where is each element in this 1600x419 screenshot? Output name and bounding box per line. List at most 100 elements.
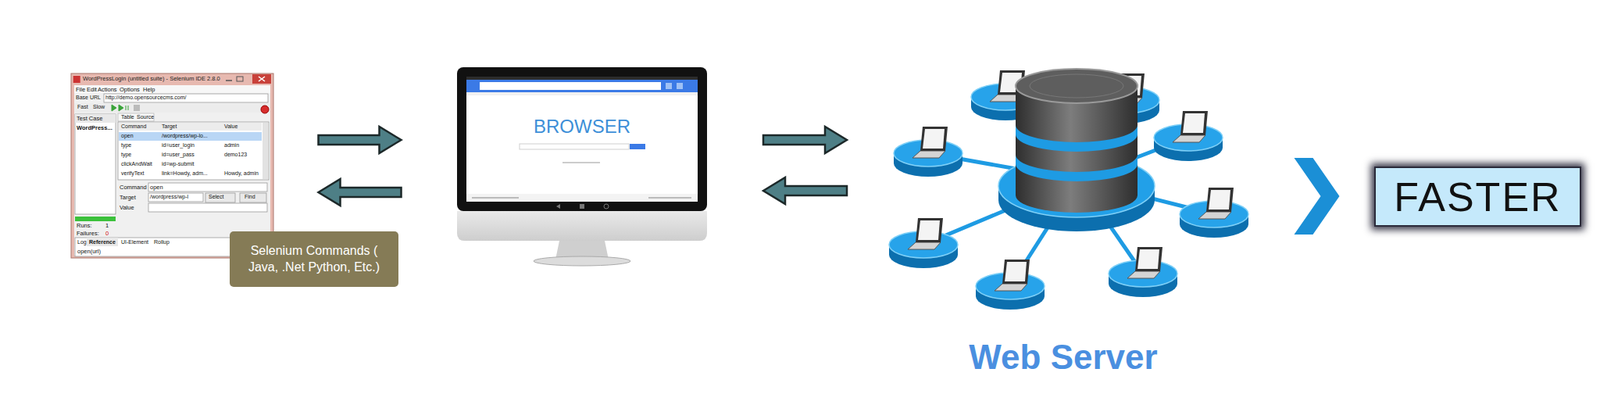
monitor-illustration [556,203,585,209]
monitor-illustration [533,256,631,266]
browser-monitor-text: BROWSER [457,116,708,137]
client-laptop [1179,187,1249,238]
block-arrow [763,177,847,204]
monitor-illustration [457,210,708,241]
ui-label: Find [244,193,256,200]
ide-screenshot [133,104,140,111]
ui-label: Rollup [153,239,170,246]
ide-screenshot [236,76,243,82]
client-laptop [1108,246,1178,297]
ui-label: Target [161,123,177,130]
monitor-illustration [457,67,708,211]
ui-label: Howdy, admin [224,170,259,177]
monitor-illustration [466,76,698,80]
ui-label: Fast [77,103,89,111]
monitor-illustration [665,82,672,90]
ui-label: Select [208,193,224,200]
block-arrow [763,126,847,154]
ui-label: /wordpress/wp-l [150,193,189,200]
ide-screenshot [205,192,236,203]
monitor-illustration [466,76,698,202]
monitor-illustration [648,196,692,199]
web-server-text: Web Server [879,336,1247,379]
ui-label: demo123 [224,151,247,158]
ui-label: Slow [92,103,105,111]
ui-label: Actions [97,85,118,93]
monitor-illustration [676,82,683,90]
result-box: FASTER [1374,166,1582,227]
ide-screenshot [74,85,271,256]
ui-label: Value [119,203,135,211]
ui-label: Runs: [76,221,93,229]
block-arrow [318,126,402,154]
server-network-illustration [1015,154,1138,182]
callout-box: Selenium Commands ( Java, .Net Python, E… [229,231,399,287]
ui-label: Target [119,193,136,201]
ui-label: Table [121,114,135,121]
ide-screenshot [75,114,116,123]
monitor-illustration [629,143,646,150]
ide-screenshot [75,114,116,215]
server-network-illustration [1015,125,1138,152]
ui-label: Help [142,85,155,93]
monitor-illustration [466,79,698,93]
ide-screenshot [117,121,269,180]
ui-label: File [75,85,86,93]
client-laptop [1153,110,1223,161]
ui-label: Options [119,85,140,93]
server-network-illustration [1015,68,1138,104]
ui-label: Edit [86,85,97,93]
monitor-illustration [457,67,708,266]
ui-label: 0 [105,229,109,237]
ide-screenshot [148,182,268,192]
ide-screenshot [75,216,116,222]
ui-label: type [121,151,132,158]
ui-label: verifyText [121,170,145,177]
ide-screenshot [148,203,268,212]
ui-label: open(url) [77,247,101,255]
ide-screenshot [260,105,269,114]
ui-label: Command [119,183,147,191]
ide-screenshot [86,237,118,247]
ide-screenshot [118,122,262,131]
block-arrow [318,178,402,206]
ide-screenshot [239,192,267,203]
monitor-illustration [471,196,519,199]
server-network-illustration [889,68,1249,310]
ui-label: http://demo.opensourcecms.com/ [105,94,187,101]
server-network-illustration [1015,178,1138,213]
ui-label: Base URL [75,94,101,101]
client-laptop [889,217,958,268]
ui-label: 1 [105,221,109,229]
ui-label: Log [77,239,87,246]
monitor-illustration [603,203,609,209]
ui-label: UI-Element [121,239,149,246]
ui-label: id=wp-submit [161,160,194,168]
ide-screenshot [118,132,262,141]
callout-box-text: Selenium Commands ( Java, .Net Python, E… [236,242,392,276]
ui-label: id=user_login [161,142,195,149]
ide-screenshot [252,74,272,84]
monitor-illustration [466,92,698,96]
ui-label: /wordpress/wp-lo... [161,132,208,140]
ui-label: type [121,142,132,149]
ui-label: id=user_pass [161,151,195,158]
ide-screenshot [103,93,268,103]
monitor-illustration [466,193,698,202]
result-box-text: FASTER [1393,176,1561,218]
ide-screenshot [148,192,204,202]
ide-window-text: WordPressLogin (untitled suite) - Seleni… [82,75,221,83]
ide-screenshot [71,73,274,258]
ui-label: clickAndWait [121,160,153,168]
ui-label: link=Howdy, adm... [161,170,208,177]
ui-label: WordPress... [76,124,113,132]
monitor-illustration [479,82,661,90]
ide-screenshot [71,73,274,258]
browser-monitor: BROWSER [457,67,708,266]
monitor-illustration [519,143,629,150]
ide-screenshot [111,104,129,111]
ide-screenshot [262,122,268,179]
ide-screenshot [73,75,81,83]
